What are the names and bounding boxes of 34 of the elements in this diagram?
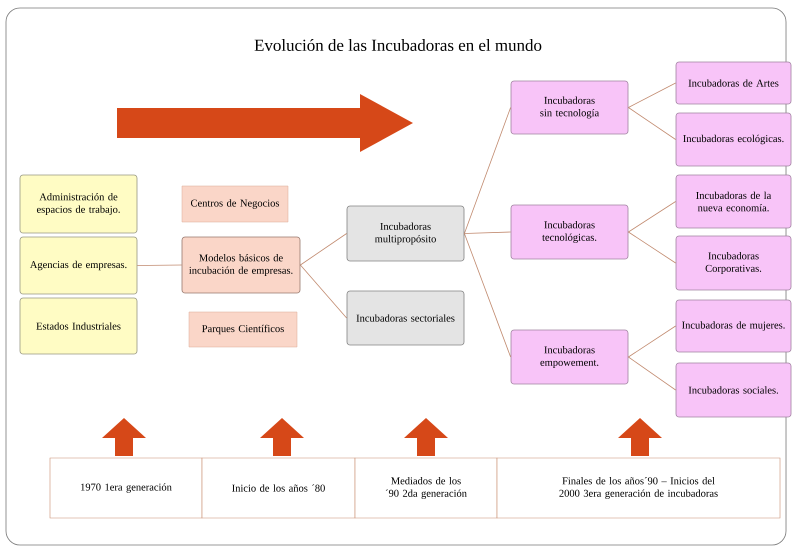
process-box: Incubadoras empowement. (510, 330, 628, 384)
connector-line (464, 107, 511, 234)
process-box: Administración de espacios de trabajo. (20, 174, 138, 234)
process-box: Incubadoras de la nueva economía. (676, 174, 792, 228)
connector-line (300, 233, 347, 266)
process-box: Incubadoras sin tecnología (510, 80, 628, 134)
process-box: Centros de Negocios (182, 186, 288, 222)
process-box: Incubadoras multipropósito (346, 206, 464, 262)
connector-line (628, 232, 676, 264)
process-box: Parques Científicos (188, 312, 298, 348)
process-box: Incubadoras de Artes (676, 62, 792, 104)
process-box: Incubadoras Corporativas. (676, 236, 792, 290)
connector-line (464, 233, 511, 358)
process-box: Estados Industriales (20, 298, 138, 354)
process-box: Agencias de empresas. (20, 236, 138, 294)
connector-line (628, 326, 676, 358)
connector-line (628, 356, 676, 390)
process-box: Incubadoras sociales. (676, 362, 792, 418)
connector-line (628, 82, 676, 108)
process-box: Incubadoras sectoriales (346, 290, 464, 346)
connector-line (628, 201, 676, 232)
process-box: Incubadoras tecnológicas. (510, 204, 628, 260)
connector-line (628, 107, 676, 140)
timeline-cell: 1970 1era generación (50, 458, 202, 518)
timeline-cell: Inicio de los años ´80 (202, 458, 356, 518)
connector-line (464, 232, 511, 234)
timeline-cell: Mediados de los ´90 2da generación (354, 458, 498, 518)
process-box: Incubadoras de mujeres. (676, 300, 792, 352)
timeline-cell: Finales de los años´90 – Inicios del 2000 3era generación de incubadoras (496, 458, 780, 518)
connector-line (137, 264, 182, 266)
process-box: Modelos básicos de incubación de empresas. (182, 236, 300, 294)
title: Evolución de las Incubadoras en el mundo (254, 39, 542, 51)
process-box: Incubadoras ecológicas. (676, 112, 792, 166)
connector-line (300, 264, 347, 318)
